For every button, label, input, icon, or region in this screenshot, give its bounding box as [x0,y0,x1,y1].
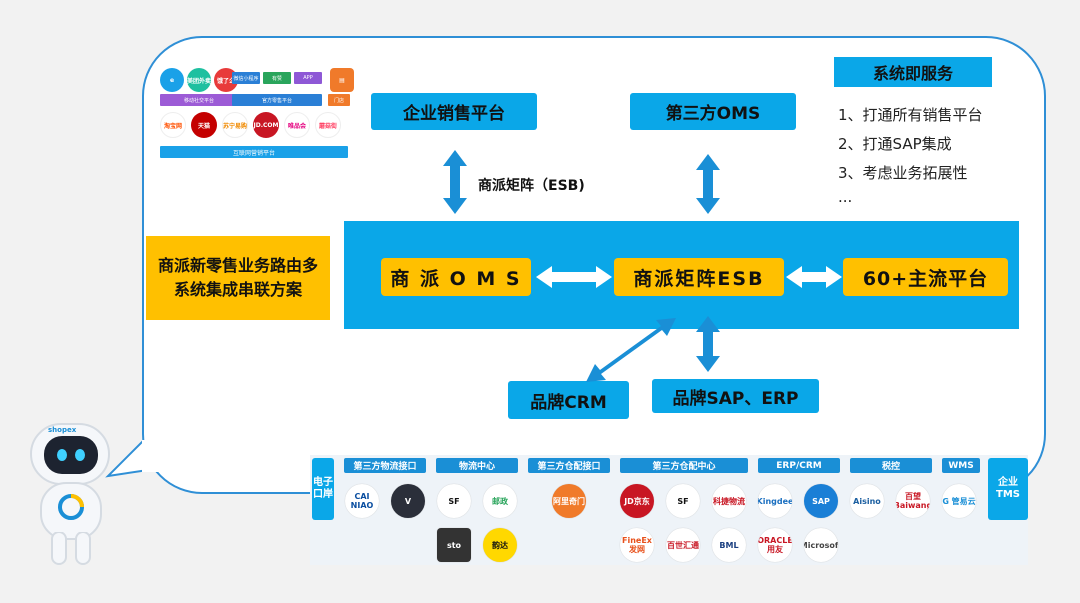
chip-youzan: 有赞 [263,72,291,84]
logo-baiwang: 百望 Baiwang [896,484,930,518]
category-erp-crm: ERP/CRM [758,458,840,473]
logo-meituan: 美团外卖 [187,68,211,92]
logo-sto: sto [437,528,471,562]
logo-taobao: 淘宝网 [160,112,186,138]
third-party-oms-box: 第三方OMS [630,93,796,130]
logo-jd: JD京东 [620,484,654,518]
arrow-oms-esb [696,154,720,214]
ecommerce-logo-row: 淘宝网 天猫 苏宁易购 JD.COM 唯品会 蘑菇街 [160,112,341,138]
shopex-esb-box: 商派矩阵ESB [614,258,784,296]
robot-badge: shopex [48,426,77,434]
logo-guanyiyun: G 管易云 [942,484,976,518]
logo-kingdee: Kingdee [758,484,792,518]
logo-sap: SAP [804,484,838,518]
logo-yunda: 韵达 [483,528,517,562]
enterprise-tms-tab: 企业TMS [988,458,1028,520]
logo-ali-qimen: 阿里奇门 [552,484,586,518]
category-wms: WMS [942,458,980,473]
logo-oracle-yonyou: ORACLE 用友 [758,528,792,562]
brand-crm-box: 品牌CRM [508,381,629,419]
logo-cainiao: CAI NIAO [345,484,379,518]
logo-bestex: 百世汇通 [666,528,700,562]
store-icon: ▤ [330,68,354,92]
logo-post: 邮政 [483,484,517,518]
e-port-tab: 电子口岸 [312,458,334,520]
chip-wechat: 微信小程序 [232,72,260,84]
robot-eyes-icon [57,449,85,461]
logo-fineex: FineEx发网 [620,528,654,562]
services-title: 系统即服务 [834,57,992,87]
services-item-1: 1、打通所有销售平台 [838,106,983,124]
esb-connector-label: 商派矩阵（ESB) [478,178,585,194]
logo-kejie: 科捷物流 [712,484,746,518]
logo-v: V [391,484,425,518]
top-left-platform-panel: e 美团外卖 饿了么 移动社交平台 微信小程序 有赞 APP 官方零售平台 ▤ … [158,66,354,158]
category-tax-control: 税控 [850,458,932,473]
logo-suning: 苏宁易购 [222,112,248,138]
brand-sap-erp-box: 品牌SAP、ERP [652,379,819,413]
store-label: 门店 [328,94,350,106]
services-item-4: ... [838,188,853,206]
shopex-oms-box: 商 派 O M S [381,258,531,296]
logo-e: e [160,68,184,92]
category-3pl-interface: 第三方物流接口 [344,458,426,473]
arrow-sales-esb [443,150,467,214]
official-chip-row: 微信小程序 有赞 APP [232,72,322,84]
logo-sf-1: SF [437,484,471,518]
arrow-oms-esbbox [536,266,612,288]
logo-bml: BML [712,528,746,562]
logo-sf-2: SF [666,484,700,518]
mainstream-platforms-box: 60+主流平台 [843,258,1008,296]
arrow-esb-crm [586,318,676,382]
official-retail-label: 官方零售平台 [232,94,322,106]
robot-body [40,482,102,540]
logo-jd: JD.COM [253,112,279,138]
arrow-esb-sap [696,316,720,372]
internet-marketing-label: 互联网营销平台 [160,146,348,158]
services-item-3: 3、考虑业务拓展性 [838,164,968,182]
category-3p-warehouse-interface: 第三方仓配接口 [528,458,610,473]
bubble-tail [105,440,164,478]
logo-tmall: 天猫 [191,112,217,138]
category-3p-warehouse-center: 第三方仓配中心 [620,458,748,473]
robot-face [44,436,98,474]
solution-title: 商派新零售业务路由多系统集成串联方案 [146,236,330,320]
chip-app: APP [294,72,322,84]
category-logistics-center: 物流中心 [436,458,518,473]
arrow-esbbox-platforms [786,266,842,288]
mobile-social-label: 移动社交平台 [160,94,238,106]
logo-aisino: Aisino [850,484,884,518]
robot-legs [51,532,91,565]
enterprise-sales-platform-box: 企业销售平台 [371,93,537,130]
logo-vip: 唯品会 [284,112,310,138]
services-item-2: 2、打通SAP集成 [838,135,952,153]
robot-chest-logo-icon [58,494,84,520]
logo-mogujie: 蘑菇街 [315,112,341,138]
logo-microsoft: Microsoft [804,528,838,562]
